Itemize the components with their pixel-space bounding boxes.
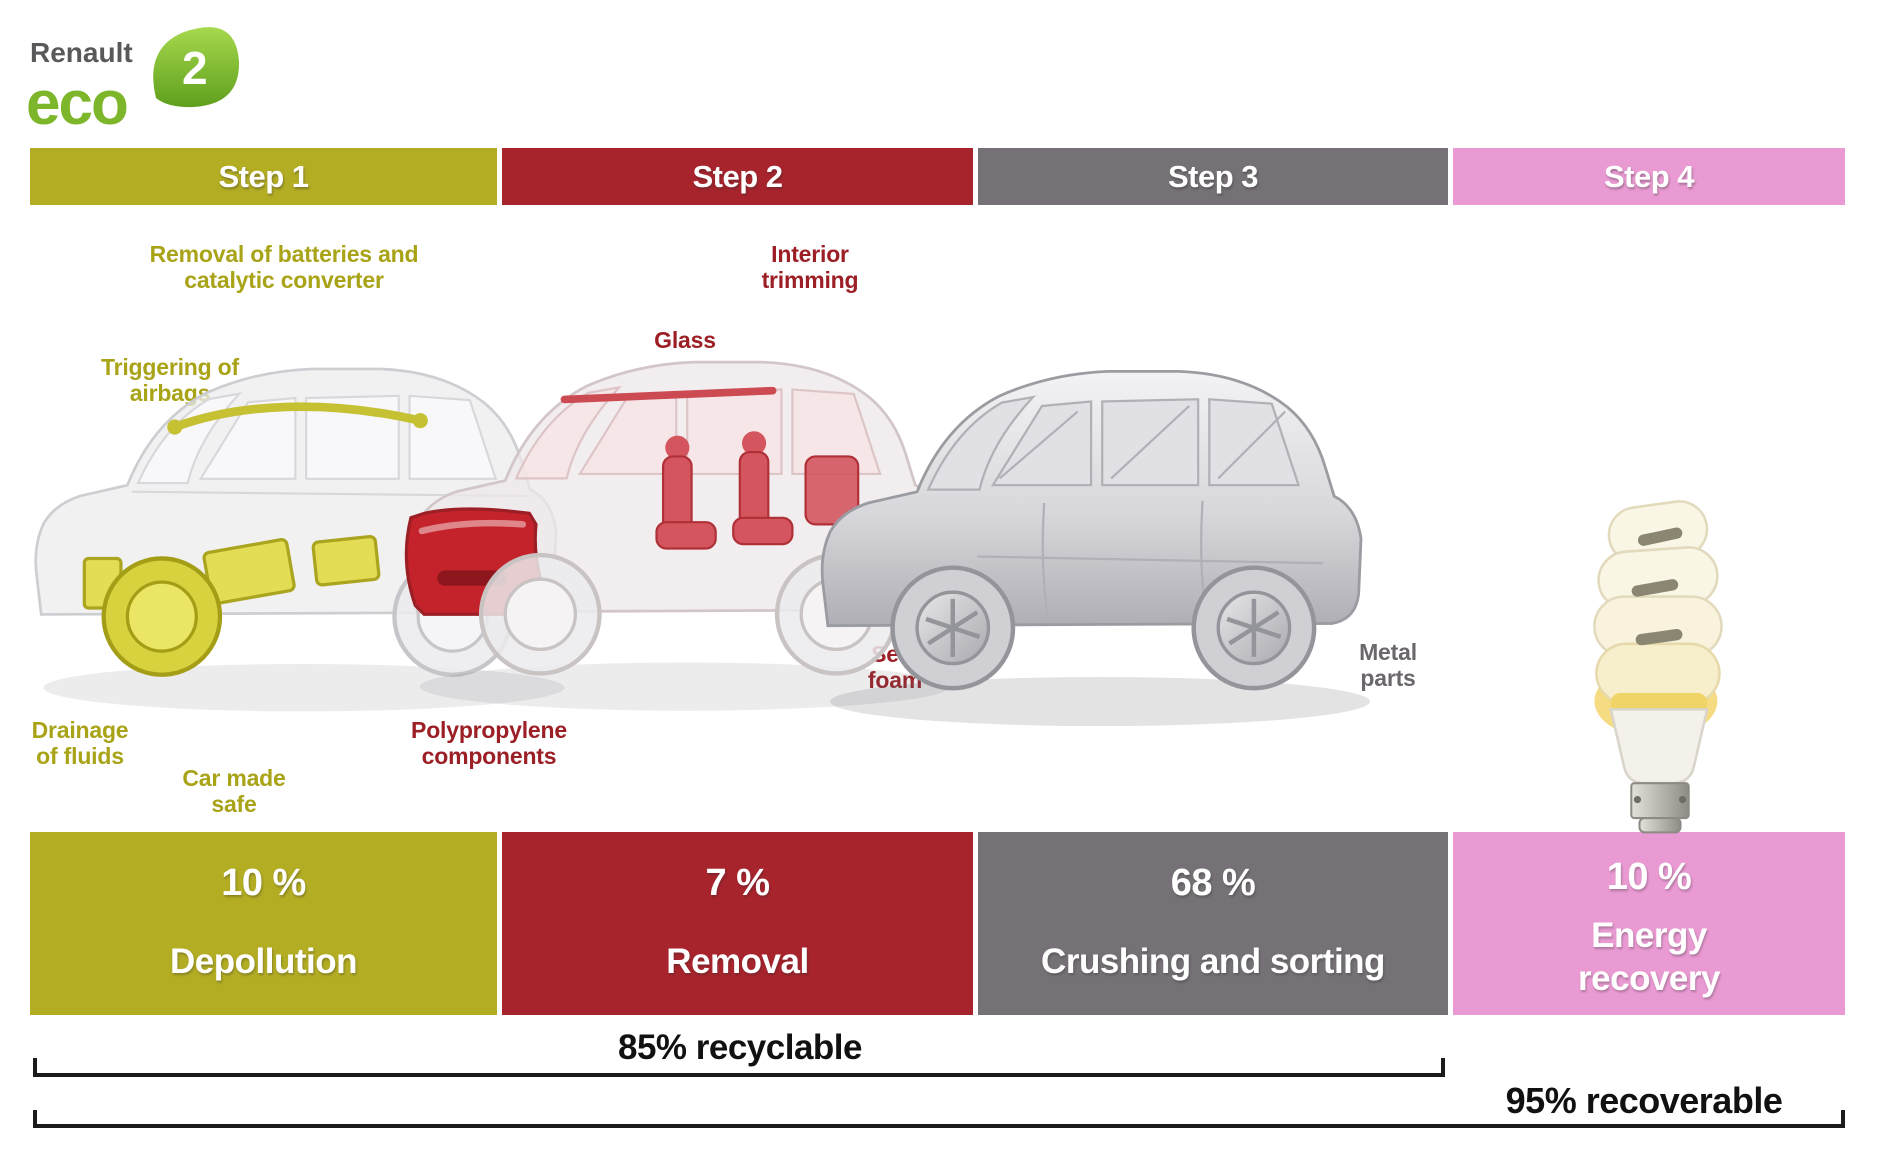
step3-percent-box: 68 % Crushing and sorting <box>978 832 1448 1015</box>
step4-percent: 10 % <box>1606 856 1692 898</box>
bulb-base-collar <box>1638 817 1682 834</box>
annotation-drainage-fluids: Drainage of fluids <box>31 717 129 769</box>
logo-superscript-2: 2 <box>182 42 208 94</box>
car2-rear-seat <box>732 431 794 546</box>
leaf-icon <box>153 27 240 108</box>
annotation-removal-batteries: Removal of batteries and catalytic conve… <box>149 241 419 293</box>
step1-label: Step 1 <box>218 158 309 194</box>
annotation-glass: Glass <box>654 327 716 353</box>
step1-process: Depollution <box>170 942 357 981</box>
recyclable-label: 85% recyclable <box>617 1028 863 1067</box>
annotation-polypropylene: Polypropylene components <box>411 717 567 769</box>
logo-eco-text: eco <box>26 69 127 133</box>
bulb-plastic-cup <box>1609 708 1709 785</box>
car2-seat-foam-block <box>804 455 860 526</box>
step1-percent-box: 10 % Depollution <box>30 832 497 1015</box>
car2-bumper-highlight <box>418 519 527 535</box>
car2-shadow <box>419 662 951 711</box>
car3-rear-spokes <box>1226 598 1282 657</box>
step2-label: Step 2 <box>692 158 783 194</box>
car1-catalytic-converter <box>311 534 381 587</box>
bulb-bayonet-pin-left <box>1633 796 1642 804</box>
car1-airbag-node2 <box>412 413 428 429</box>
car1-shadow <box>43 663 565 712</box>
car3-windshield-aperture <box>926 395 1037 491</box>
car1-airbag-curtain <box>170 402 425 432</box>
car1-window-rear <box>408 394 498 480</box>
annotation-triggering-airbags: Triggering of airbags <box>101 354 239 406</box>
step1-car-illustration <box>34 367 565 712</box>
car3-front-spokes <box>925 598 981 657</box>
car3-shadow <box>830 676 1370 727</box>
step4-label: Step 4 <box>1603 158 1695 194</box>
step4-process: Energy recovery <box>1578 916 1720 998</box>
bulb-bayonet-pin-right <box>1678 796 1687 804</box>
annotation-metal-parts: Metal parts <box>1359 639 1417 691</box>
recoverable-bracket <box>33 1110 1845 1128</box>
step2-percent: 7 % <box>705 862 770 904</box>
car2-interior-trim <box>560 386 777 404</box>
step1-percent: 10 % <box>221 862 306 904</box>
car1-window-front <box>198 396 297 480</box>
step3-header-band: Step 3 <box>978 148 1448 205</box>
step1-header-band: Step 1 <box>30 148 497 205</box>
recoverable-label: 95% recoverable <box>1505 1080 1783 1121</box>
step3-percent: 68 % <box>1170 862 1256 904</box>
step3-process: Crushing and sorting <box>1041 942 1385 981</box>
car2-windshield <box>514 385 623 480</box>
car1-airbag-node <box>167 419 183 435</box>
step4-percent-box: 10 % Energy recovery <box>1453 832 1845 1015</box>
step3-car-illustration <box>820 369 1370 727</box>
step2-header-band: Step 2 <box>502 148 973 205</box>
step3-label: Step 3 <box>1167 158 1259 194</box>
step2-process: Removal <box>666 942 809 981</box>
energy-bulb-illustration <box>1593 500 1723 834</box>
bulb-spiral-tube <box>1593 500 1723 705</box>
step2-percent-box: 7 % Removal <box>502 832 973 1015</box>
renault-eco2-logo: Renault 2 eco <box>26 27 240 133</box>
annotation-car-made-safe: Car made safe <box>182 765 286 817</box>
car2-front-rim <box>503 577 578 651</box>
car2-front-seat <box>655 435 717 550</box>
logo-brand-text: Renault <box>30 37 133 68</box>
annotation-interior-trimming: Interior trimming <box>761 241 859 293</box>
recyclable-bracket <box>33 1058 1445 1077</box>
step4-header-band: Step 4 <box>1453 148 1845 205</box>
car1-front-rim <box>125 580 198 653</box>
